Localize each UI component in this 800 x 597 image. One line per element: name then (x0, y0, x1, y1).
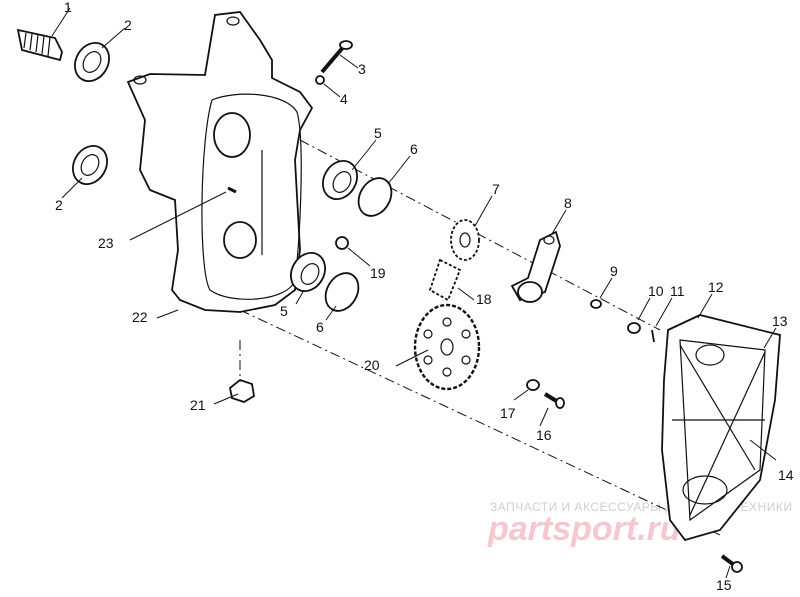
chaincase-cover (661, 314, 781, 542)
pin-part-11 (651, 329, 655, 343)
upper-sprocket (450, 219, 480, 261)
chain-tensioner (510, 230, 561, 303)
bolt-part-16 (543, 392, 565, 409)
chaincase-housing (126, 11, 314, 313)
watermark-brand: partsport.ru (487, 510, 681, 548)
callout-8: 8 (564, 195, 572, 211)
callout-13: 13 (772, 313, 788, 329)
nut-part-4 (315, 75, 325, 85)
callout-7: 7 (492, 181, 500, 197)
leader-lines (51, 7, 777, 579)
washer-part-9 (590, 299, 602, 309)
o-ring-upper (357, 177, 393, 217)
oil-seal-upper (74, 42, 110, 82)
callout-18: 18 (476, 291, 492, 307)
callout-9: 9 (610, 263, 618, 279)
callout-11: 11 (670, 283, 685, 299)
o-ring-lower (324, 272, 360, 312)
callout-23: 23 (98, 235, 114, 251)
stud-part-23 (227, 186, 237, 194)
axis-line-lower (239, 309, 721, 536)
bolt-part-3 (320, 40, 353, 74)
large-sprocket (413, 303, 481, 391)
callout-20: 20 (364, 357, 380, 373)
drive-chain (428, 258, 462, 302)
callout-5-lower: 5 (280, 303, 288, 319)
callout-1: 1 (64, 0, 72, 15)
callout-5-upper: 5 (374, 125, 382, 141)
drain-nut (229, 378, 255, 403)
callout-2-upper: 2 (124, 17, 132, 33)
callout-10: 10 (648, 283, 664, 299)
bolt-part-15 (720, 554, 743, 573)
plug-part-19 (335, 236, 349, 250)
axis-line-upper (299, 139, 661, 331)
callout-21: 21 (190, 397, 206, 413)
callout-14: 14 (778, 467, 794, 483)
bearing-lower (290, 252, 326, 292)
callout-16: 16 (536, 427, 552, 443)
callout-6-lower: 6 (316, 319, 324, 335)
callout-12: 12 (708, 279, 724, 295)
callout-19: 19 (370, 265, 386, 281)
callout-17: 17 (500, 405, 516, 421)
oil-seal-lower (72, 145, 108, 185)
callout-3: 3 (358, 61, 366, 77)
callout-6-upper: 6 (410, 141, 418, 157)
input-shaft (16, 28, 63, 62)
callout-15: 15 (716, 577, 732, 592)
callout-22: 22 (132, 309, 148, 325)
nut-part-10 (627, 322, 641, 334)
callout-2-lower: 2 (55, 197, 63, 213)
washer-part-17 (526, 379, 540, 391)
callout-4: 4 (340, 91, 348, 107)
bearing-upper (322, 160, 358, 200)
